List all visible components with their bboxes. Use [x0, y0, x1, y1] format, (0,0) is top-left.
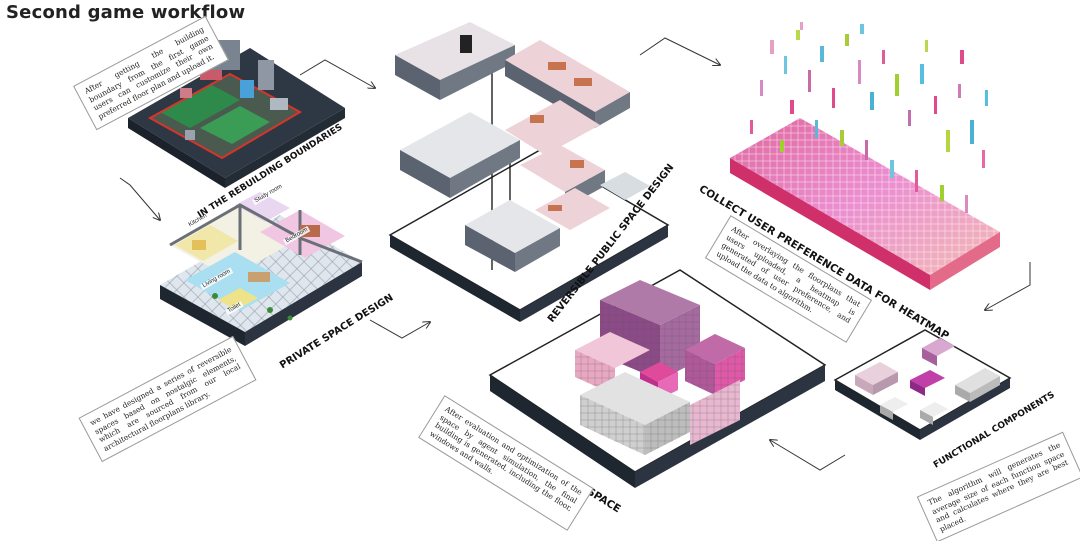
user-preference-heatmap — [730, 22, 1000, 290]
arrow-boundaries-to-public — [299, 59, 375, 88]
arrow-functional-to-generate — [770, 440, 846, 471]
heatmap-data-bars — [750, 22, 988, 213]
functional-components-panel — [833, 329, 1012, 440]
page-title: Second game workflow — [6, 2, 246, 23]
private-space-floorplan — [160, 192, 363, 346]
arrow-heatmap-to-functional — [985, 262, 1031, 310]
component-blocks — [855, 338, 1000, 425]
arrow-boundaries-to-private — [119, 177, 160, 220]
flow-arrows — [119, 37, 1031, 471]
public-space-stack — [388, 22, 670, 322]
generated-space-model — [488, 269, 827, 488]
arrow-private-to-public — [369, 319, 430, 339]
arrow-public-to-heatmap — [639, 37, 720, 65]
